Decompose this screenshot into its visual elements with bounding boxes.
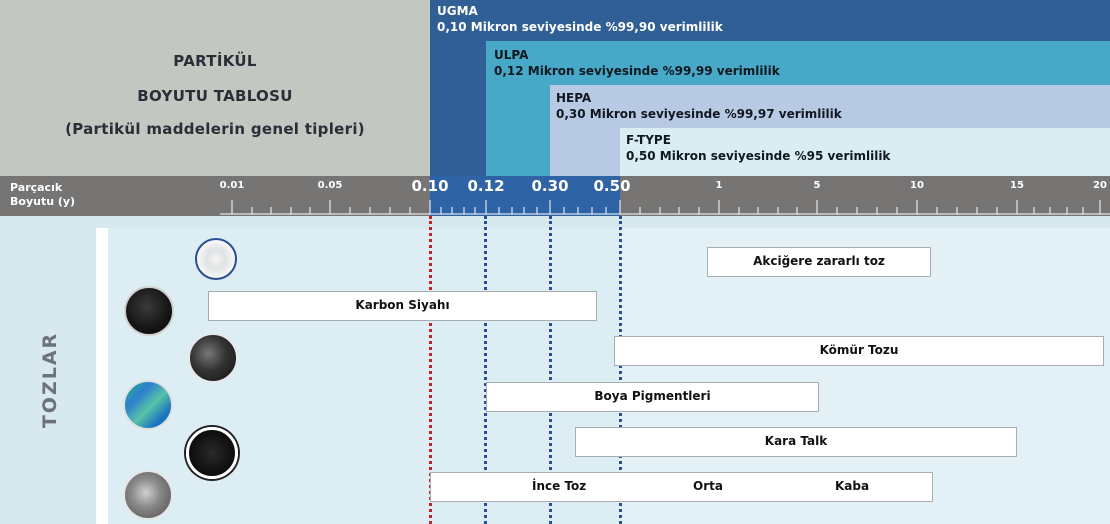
title-line-3: (Partikül maddelerin genel tipleri)	[65, 120, 365, 138]
hepa-threshold-line	[549, 216, 552, 524]
band-f-type-name: F-TYPE	[626, 133, 671, 147]
tick-label-5: 5	[813, 180, 821, 191]
title-line-1: PARTİKÜL	[173, 52, 257, 70]
band-ugma-name: UGMA	[437, 4, 478, 18]
band-ulpa-name: ULPA	[494, 48, 529, 62]
dust-medium-label: Orta	[693, 479, 723, 493]
bar-carbon-black: Karbon Siyahı	[208, 291, 597, 321]
band-hepa-desc: 0,30 Mikron seviyesinde %99,97 verimlili…	[556, 107, 842, 121]
ugma-threshold-line	[429, 216, 432, 524]
band-ugma-desc: 0,10 Mikron seviyesinde %99,90 verimlili…	[437, 20, 723, 34]
scale-filter-highlight	[430, 176, 620, 216]
tick-label-15: 15	[1010, 180, 1024, 191]
tick-label-005: 0.05	[317, 180, 343, 191]
tick-label-012: 0.12	[467, 177, 505, 195]
tick-label-030: 0.30	[531, 177, 569, 195]
tick-label-20: 20	[1093, 180, 1107, 191]
band-hepa-name: HEPA	[556, 91, 592, 105]
bar-black-talc: Kara Talk	[575, 427, 1017, 457]
paint-pigment-icon	[123, 380, 173, 430]
section-divider	[96, 228, 108, 524]
section-label-text: TOZLAR	[39, 331, 61, 429]
scale-label-line-1: Parçacık	[10, 181, 63, 194]
tick-label-050: 0.50	[593, 177, 631, 195]
bar-lung-damaging-dust: Akciğere zararlı toz	[707, 247, 931, 277]
dust-fine-label: İnce Toz	[532, 479, 587, 493]
band-f-type: F-TYPE 0,50 Mikron seviyesinde %95 verim…	[620, 128, 1110, 176]
title-line-2: BOYUTU TABLOSU	[137, 87, 293, 105]
band-f-type-desc: 0,50 Mikron seviyesinde %95 verimlilik	[626, 149, 891, 163]
tick-label-10: 10	[910, 180, 924, 191]
black-talc-icon	[186, 427, 238, 479]
title-panel: PARTİKÜL BOYUTU TABLOSU (Partikül maddel…	[0, 0, 430, 176]
tick-label-001: 0.01	[219, 180, 245, 191]
dust-icon	[123, 470, 173, 520]
scale-ruler	[220, 200, 1110, 215]
bar-dust: İnce Toz Orta Kaba	[430, 472, 933, 502]
ulpa-threshold-line	[484, 216, 487, 524]
tick-label-010: 0.10	[411, 177, 449, 195]
carbon-black-icon	[124, 286, 174, 336]
fine-dust-icon	[195, 238, 237, 280]
section-label: TOZLAR	[30, 330, 70, 430]
band-ulpa-desc: 0,12 Mikron seviyesinde %99,99 verimlili…	[494, 64, 780, 78]
bar-paint-pigments: Boya Pigmentleri	[486, 382, 819, 412]
scale-label-line-2: Boyutu (y)	[10, 195, 76, 208]
f-type-threshold-line	[619, 216, 622, 524]
bar-coal-dust: Kömür Tozu	[614, 336, 1104, 366]
tick-label-1: 1	[715, 180, 723, 191]
dust-coarse-label: Kaba	[835, 479, 870, 493]
coal-dust-icon	[188, 333, 238, 383]
